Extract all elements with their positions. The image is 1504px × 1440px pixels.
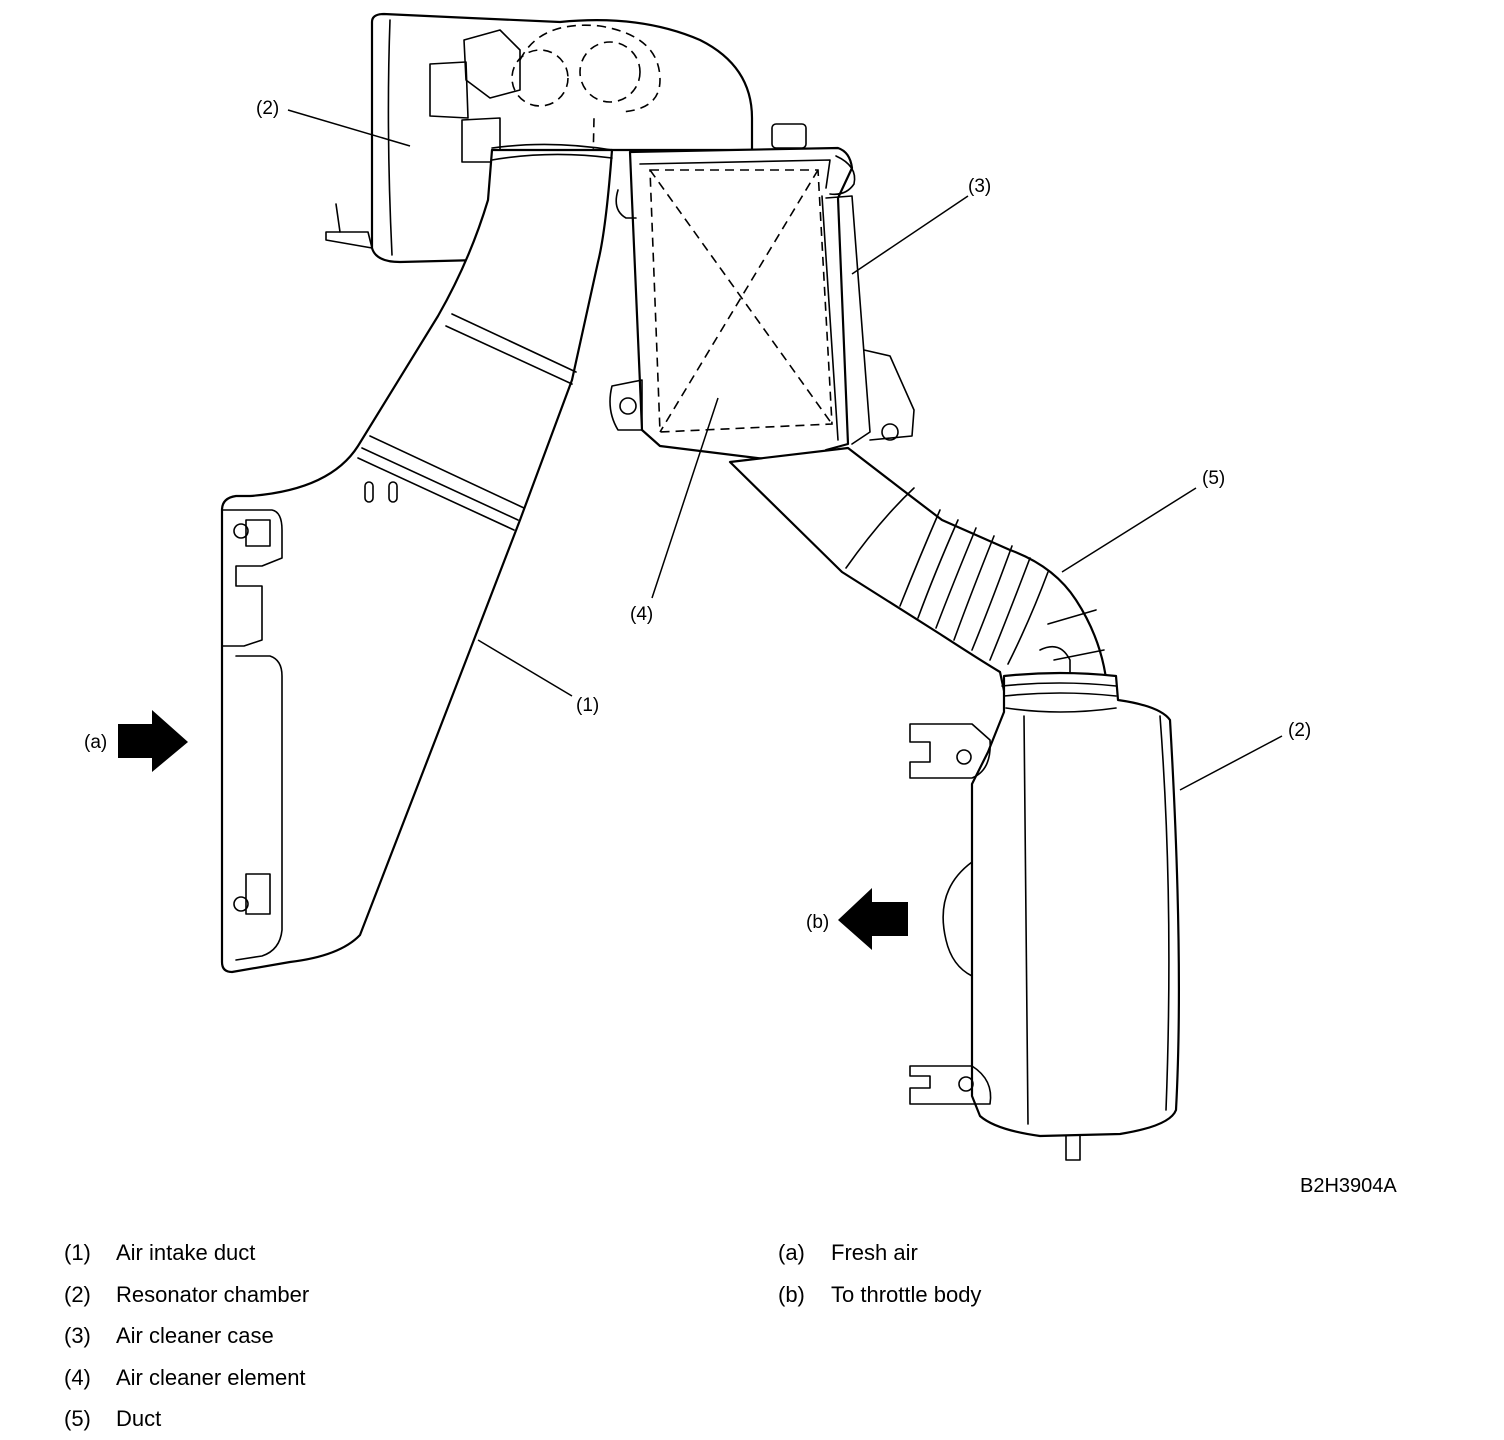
legend-number: (2) bbox=[64, 1281, 91, 1307]
legend-label: To throttle body bbox=[831, 1281, 982, 1307]
legend-label: Air cleaner element bbox=[116, 1364, 306, 1390]
parts-legend: (1)Air intake duct (2)Resonator chamber … bbox=[64, 1232, 309, 1440]
legend-number: (b) bbox=[778, 1281, 805, 1307]
connecting-duct bbox=[728, 446, 1110, 702]
air-intake-system-diagram: (2) (3) (5) (4) (1) (2) (a) (b) B2H3904A bbox=[84, 12, 1397, 1197]
air-cleaner-element bbox=[649, 169, 833, 433]
callout-4: (4) bbox=[630, 604, 653, 625]
legend-item: (5) Duct bbox=[64, 1398, 309, 1440]
legend-item: (b) To throttle body bbox=[778, 1274, 981, 1316]
legend-number: (4) bbox=[64, 1364, 91, 1390]
to-throttle-body-arrow bbox=[838, 888, 908, 950]
callout-b: (b) bbox=[806, 912, 829, 933]
legend-item: (3) Air cleaner case bbox=[64, 1315, 309, 1357]
callout-1: (1) bbox=[576, 695, 599, 716]
legend-item: (2) Resonator chamber bbox=[64, 1274, 309, 1316]
air-intake-duct bbox=[220, 143, 614, 974]
callout-a: (a) bbox=[84, 732, 107, 753]
callout-2-lower: (2) bbox=[1288, 720, 1311, 741]
legend-label: Air intake duct bbox=[116, 1240, 256, 1265]
callout-3: (3) bbox=[968, 176, 991, 197]
legend-label: Duct bbox=[116, 1406, 162, 1431]
legend-label: Air cleaner case bbox=[116, 1323, 274, 1348]
fresh-air-arrow bbox=[118, 710, 188, 772]
legend-number: (1) bbox=[64, 1240, 91, 1265]
callout-5: (5) bbox=[1202, 468, 1225, 489]
legend-number: (3) bbox=[64, 1323, 91, 1348]
leader-lines bbox=[287, 109, 1283, 791]
callout-2-upper: (2) bbox=[256, 98, 279, 119]
legend-number: (a) bbox=[778, 1240, 805, 1265]
legend-item: (1) Air intake duct bbox=[64, 1232, 309, 1274]
legend-number: (5) bbox=[64, 1406, 91, 1431]
legend-label: Fresh air bbox=[831, 1240, 918, 1265]
legend-item: (a) Fresh air bbox=[778, 1232, 981, 1274]
figure-code: B2H3904A bbox=[1300, 1175, 1397, 1197]
legend-item: (4) Air cleaner element bbox=[64, 1357, 309, 1399]
resonator-chamber-lower bbox=[909, 671, 1181, 1161]
flow-legend: (a) Fresh air (b) To throttle body bbox=[778, 1232, 981, 1315]
legend-label: Resonator chamber bbox=[116, 1281, 310, 1307]
air-cleaner-case bbox=[609, 123, 915, 468]
